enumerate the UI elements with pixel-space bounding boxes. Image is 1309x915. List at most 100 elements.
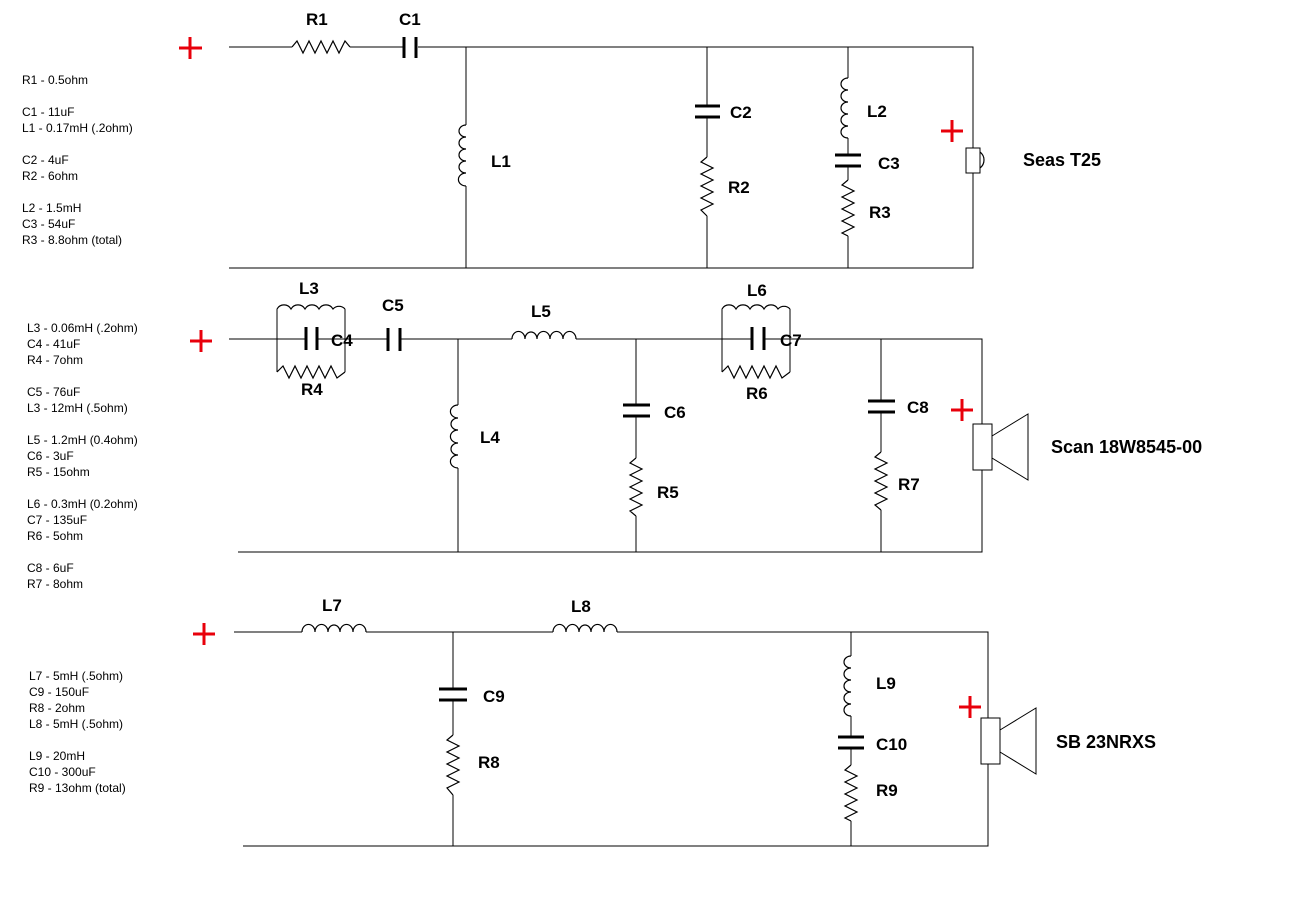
label-r6: R6 (746, 384, 768, 403)
parts-list-line: C9 - 150uF (29, 685, 90, 699)
parts-list-line: R9 - 13ohm (total) (29, 781, 126, 795)
capacitor-c10 (838, 735, 864, 750)
label-c6: C6 (664, 403, 686, 422)
label-r5: R5 (657, 483, 679, 502)
mid-section: L3 C4 R4 C5 L4 L5 C6 R5 L6 C7 R6 C8 R7 S… (190, 279, 1202, 553)
label-l6: L6 (747, 281, 767, 300)
label-r8: R8 (478, 753, 500, 772)
parts-list-line: C10 - 300uF (29, 765, 96, 779)
label-c4: C4 (331, 331, 353, 350)
parts-list-line: R7 - 8ohm (27, 577, 84, 591)
resistor-r9 (843, 764, 859, 822)
label-c8: C8 (907, 398, 929, 417)
label-r2: R2 (728, 178, 750, 197)
capacitor-c6 (623, 403, 650, 418)
tweeter-parts-list: R1 - 0.5ohm C1 - 11uF L1 - 0.17mH (.2ohm) C… (22, 72, 133, 248)
label-c7: C7 (780, 331, 802, 350)
parts-list-line: L1 - 0.17mH (.2ohm) (22, 121, 133, 135)
parts-list-line: R2 - 6ohm (22, 169, 79, 183)
driver-name-tweeter: Seas T25 (1023, 150, 1101, 170)
inductor-l7 (301, 623, 367, 633)
plus-marker-mid-in (190, 330, 212, 352)
inductor-l2 (840, 77, 849, 139)
parts-list-line: R1 - 0.5ohm (22, 73, 89, 87)
label-l4: L4 (480, 428, 500, 447)
label-r3: R3 (869, 203, 891, 222)
parts-list-line: R8 - 2ohm (29, 701, 86, 715)
resistor-r5 (628, 457, 644, 517)
capacitor-c8 (868, 399, 895, 414)
parts-list-line: C7 - 135uF (27, 513, 88, 527)
woofer-parts-list: L7 - 5mH (.5ohm) C9 - 150uF R8 - 2ohm L8 - … (29, 668, 126, 796)
label-l8: L8 (571, 597, 591, 616)
label-r4: R4 (301, 380, 323, 399)
label-c10: C10 (876, 735, 907, 754)
inductor-l1 (457, 124, 467, 187)
label-l1: L1 (491, 152, 511, 171)
label-r7: R7 (898, 475, 920, 494)
capacitor-c3 (835, 153, 861, 168)
label-c3: C3 (878, 154, 900, 173)
parts-list-line: R5 - 15ohm (27, 465, 90, 479)
driver-name-woofer: SB 23NRXS (1056, 732, 1156, 752)
parts-list-line: R6 - 5ohm (27, 529, 84, 543)
plus-marker-tweeter-driver (941, 120, 963, 142)
capacitor-c9 (439, 687, 467, 702)
parts-list-line: C8 - 6uF (27, 561, 74, 575)
resistor-r2 (699, 156, 715, 217)
capacitor-c1 (402, 37, 418, 58)
plus-marker-woofer-driver (959, 696, 981, 718)
parts-list-line: L2 - 1.5mH (22, 201, 82, 215)
plus-marker-tweeter-in (179, 37, 202, 59)
inductor-l9 (843, 655, 852, 717)
capacitor-c5 (386, 328, 402, 351)
parts-list-line: L3 - 12mH (.5ohm) (27, 401, 128, 415)
capacitor-c2 (695, 104, 720, 119)
label-l2: L2 (867, 102, 887, 121)
mid-wire-top (229, 338, 983, 553)
parts-list-line: L3 - 0.06mH (.2ohm) (27, 321, 138, 335)
resistor-r8 (445, 734, 461, 796)
tweeter-driver-icon (965, 147, 985, 174)
tweeter-wire-top (229, 46, 974, 269)
label-l3: L3 (299, 279, 319, 298)
label-r9: R9 (876, 781, 898, 800)
woofer-driver-icon (980, 707, 1037, 775)
parts-list-line: R4 - 7ohm (27, 353, 84, 367)
label-c5: C5 (382, 296, 404, 315)
parts-list-line: C3 - 54uF (22, 217, 76, 231)
parallel-network-l6-c7-r6 (721, 304, 791, 380)
label-l5: L5 (531, 302, 551, 321)
inductor-l5 (511, 330, 577, 340)
parts-list-line: C5 - 76uF (27, 385, 81, 399)
plus-marker-mid-driver (951, 399, 973, 421)
label-l9: L9 (876, 674, 896, 693)
tweeter-section: R1 C1 L1 C2 R2 L2 C3 R3 Seas T25 (179, 10, 1101, 269)
parts-list-line: C2 - 4uF (22, 153, 69, 167)
parts-list-line: L8 - 5mH (.5ohm) (29, 717, 124, 731)
parts-list-line: C1 - 11uF (22, 105, 75, 119)
plus-marker-woofer-in (193, 623, 215, 645)
parts-list-line: C6 - 3uF (27, 449, 74, 463)
parallel-network-l3-c4-r4 (276, 304, 346, 380)
parts-list-line: L7 - 5mH (.5ohm) (29, 669, 124, 683)
inductor-l8 (552, 623, 618, 633)
label-r1: R1 (306, 10, 328, 29)
resistor-r3 (840, 179, 856, 237)
label-l7: L7 (322, 596, 342, 615)
label-c1: C1 (399, 10, 421, 29)
parts-list-line: L6 - 0.3mH (0.2ohm) (27, 497, 138, 511)
resistor-r7 (873, 451, 889, 511)
resistor-r1 (291, 39, 351, 55)
midrange-driver-icon (972, 413, 1029, 481)
parts-list-line: R3 - 8.8ohm (total) (22, 233, 123, 247)
woofer-wire-top (234, 631, 989, 847)
woofer-section: L7 L8 C9 R8 L9 C10 R9 SB 23NRXS (193, 596, 1156, 847)
inductor-l4 (449, 404, 459, 469)
parts-list-line: C4 - 41uF (27, 337, 81, 351)
parts-list-line: L9 - 20mH (29, 749, 86, 763)
parts-list-line: L5 - 1.2mH (0.4ohm) (27, 433, 138, 447)
label-c2: C2 (730, 103, 752, 122)
mid-parts-list: L3 - 0.06mH (.2ohm) C4 - 41uF R4 - 7ohm C5 … (27, 320, 138, 592)
